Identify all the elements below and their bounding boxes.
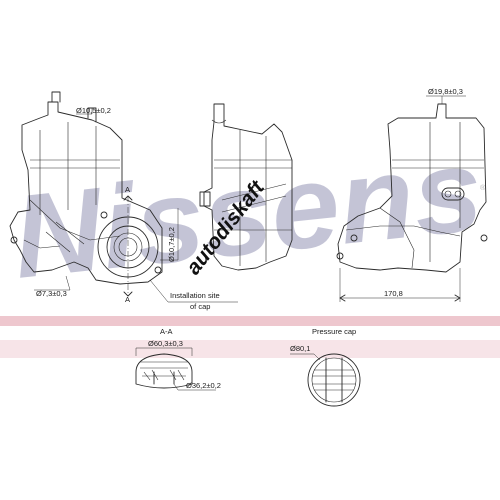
side-view <box>9 91 238 303</box>
dim-width: 170,8 <box>384 289 403 298</box>
installation-note-line1: Installation site <box>170 291 220 300</box>
side-view-rib <box>30 159 120 169</box>
section-marker-bottom: A <box>125 295 130 304</box>
side-view-outline <box>9 101 163 285</box>
watermark-band-lower <box>0 340 500 358</box>
pressure-cap-view <box>290 353 361 407</box>
end-view-outline <box>203 103 293 271</box>
rear-view-port-hole <box>444 190 452 198</box>
rear-view-twin-port <box>441 187 465 201</box>
leader-line <box>135 347 193 356</box>
dim-section-inner-diameter: Ø36,2±0,2 <box>186 381 221 390</box>
leader-line <box>76 108 93 115</box>
watermark-band <box>0 316 500 326</box>
section-marker-top: A <box>125 185 130 194</box>
pressure-cap-title: Pressure cap <box>312 327 356 336</box>
dim-pressure-cap-diameter: Ø80,1 <box>290 344 310 353</box>
mounting-hole <box>480 234 488 242</box>
pressure-cap-outer <box>307 353 361 407</box>
mounting-hole <box>100 211 108 219</box>
rear-view-port-hole <box>454 190 462 198</box>
section-cap-thread <box>140 361 188 377</box>
leader-line <box>426 95 466 104</box>
side-view-rib <box>23 239 61 249</box>
side-view-rib <box>45 221 85 253</box>
side-view-top-port <box>51 91 61 103</box>
dim-port-diameter: Ø10,5±0,2 <box>76 106 111 115</box>
section-arrow-top <box>123 195 133 201</box>
end-view-rib <box>221 183 287 213</box>
leader-line <box>34 275 71 291</box>
dim-section-outer-diameter: Ø60,3±0,3 <box>148 339 183 348</box>
leader-line <box>149 279 238 303</box>
leader-line <box>290 353 321 361</box>
dim-arrow <box>339 294 461 302</box>
rear-view-rib <box>379 207 415 269</box>
leader-line <box>160 208 179 261</box>
mounting-hole <box>350 234 358 242</box>
pressure-cap-grip <box>312 369 356 391</box>
rear-view-rib <box>392 159 484 169</box>
rear-view-rib <box>345 225 461 237</box>
side-view-rib <box>29 199 121 241</box>
installation-note-line2: of cap <box>190 302 210 311</box>
section-view <box>135 347 216 391</box>
end-view-hose-clip <box>211 119 227 124</box>
pressure-cap-bar <box>325 357 343 403</box>
rear-view-outline <box>337 103 487 273</box>
width-dimension-line <box>339 268 461 302</box>
watermark-registered-mark: ® <box>480 183 486 192</box>
rear-view <box>336 95 488 302</box>
rear-view-rib <box>429 122 461 262</box>
end-view-rib <box>239 130 267 266</box>
mounting-hole <box>336 252 344 260</box>
end-view <box>199 103 293 271</box>
leader-line <box>173 383 216 391</box>
end-view-rib <box>214 159 292 231</box>
mounting-hole <box>10 236 18 244</box>
section-title: A-A <box>160 327 173 336</box>
dim-rear-port-diameter: Ø19,8±0,3 <box>428 87 463 96</box>
section-cap-inner <box>153 371 175 385</box>
side-view-rib <box>39 122 97 215</box>
section-arrow-bottom <box>123 291 133 297</box>
section-cap-body <box>135 353 193 389</box>
mounting-hole <box>154 266 162 274</box>
section-cap-hatch <box>143 369 185 381</box>
end-view-port <box>199 191 211 207</box>
pressure-cap-inner <box>311 357 357 403</box>
dim-cap-port-diameter: Ø10,7±0,2 <box>167 227 176 262</box>
dim-outlet-diameter: Ø7,3±0,3 <box>36 289 67 298</box>
